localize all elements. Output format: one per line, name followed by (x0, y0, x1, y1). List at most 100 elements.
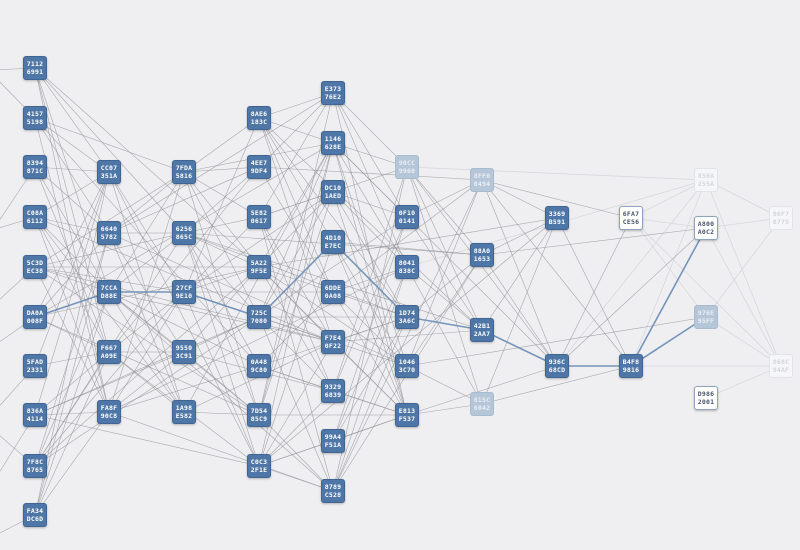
graph-edge (108, 92, 334, 234)
graph-edge (332, 216, 408, 392)
graph-edge (332, 142, 558, 367)
graph-edge (34, 67, 110, 293)
graph-edge (258, 390, 334, 467)
graph-edge (34, 266, 260, 467)
graph-edge (406, 365, 558, 416)
graph-edge-faint (705, 217, 782, 318)
graph-node-label-bottom: 2331 (26, 366, 44, 374)
graph-edge (183, 266, 260, 293)
graph-node-label-top: 8AE6 (250, 110, 268, 118)
graph-node-label-bottom: 255A (697, 180, 715, 188)
graph-node-label-top: E813 (398, 407, 416, 415)
graph-edge (108, 266, 408, 413)
graph-node-label-top: 99A4 (324, 433, 342, 441)
graph-edge (406, 166, 483, 331)
graph-edge (34, 351, 110, 367)
graph-node-label-top: 6256 (175, 225, 193, 233)
graph-edge (258, 142, 334, 268)
graph-edge (108, 171, 185, 234)
graph-node-label-bottom: 94AF (772, 366, 790, 374)
graph-edge (34, 171, 110, 218)
graph-node-label-top: C0C3 (250, 458, 268, 466)
graph-edge (183, 171, 260, 416)
graph-edge (34, 266, 110, 293)
graph-edge (34, 316, 260, 416)
graph-edge (481, 179, 632, 367)
graph-edge (34, 117, 260, 367)
graph-node-label-top: 725C (250, 309, 268, 317)
graph-node-label-top: 976E (697, 309, 715, 317)
graph-node-label-top: F667 (100, 344, 118, 352)
graph-edge-faint (705, 227, 782, 367)
graph-node-label-top: 7F8C (26, 458, 44, 466)
graph-edge (108, 351, 185, 413)
graph-edge (108, 291, 185, 413)
graph-node-label-top: FA34 (26, 507, 44, 515)
graph-node-label-bottom: 0A08 (324, 292, 342, 300)
graph-node-label-top: 015C (473, 396, 491, 404)
graph-edge (108, 291, 185, 353)
graph-edge (34, 232, 110, 516)
graph-edge (183, 171, 260, 218)
graph-node-label-top: 7CCA (100, 284, 118, 292)
graph-node-label-bottom: 2001 (697, 398, 715, 406)
